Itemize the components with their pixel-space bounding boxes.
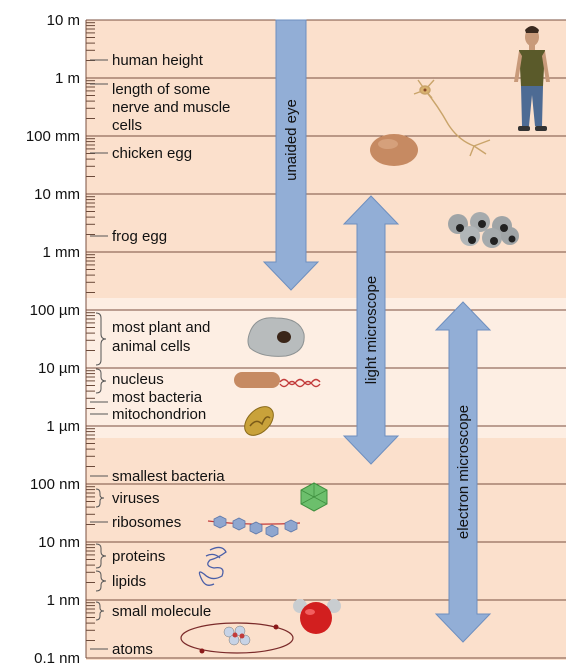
scale-label-100um: 100 µm — [30, 302, 80, 319]
label-nerve-muscle-line3: cells — [112, 117, 142, 134]
label-ribosomes: ribosomes — [112, 514, 181, 531]
label-plant-animal-line2: animal cells — [112, 338, 190, 355]
scale-label-1mm: 1 mm — [43, 244, 81, 261]
label-nerve-muscle-line2: nerve and muscle — [112, 99, 230, 116]
label-proteins: proteins — [112, 548, 165, 565]
scale-label-100nm: 100 nm — [30, 476, 80, 493]
scale-label-1nm: 1 nm — [47, 592, 80, 609]
animal-cell-icon — [248, 318, 304, 357]
light-microscope-label: light microscope — [363, 276, 380, 384]
scale-label-1um: 1 µm — [46, 418, 80, 435]
label-mitochondrion: mitochondrion — [112, 406, 206, 423]
label-lipids: lipids — [112, 573, 146, 590]
scale-label-10mm: 10 mm — [34, 186, 80, 203]
label-nerve-muscle-line1: length of some — [112, 81, 210, 98]
scale-label-10um: 10 µm — [38, 360, 80, 377]
label-viruses: viruses — [112, 490, 160, 507]
scale-label-10m: 10 m — [47, 12, 80, 29]
label-frog-egg: frog egg — [112, 228, 167, 245]
scale-labels: 10 m 1 m 100 mm 10 mm 1 mm 100 µm 10 µm … — [26, 12, 80, 664]
label-nucleus: nucleus — [112, 371, 164, 388]
label-chicken-egg: chicken egg — [112, 145, 192, 162]
label-human-height: human height — [112, 52, 204, 69]
electron-microscope-label: electron microscope — [455, 405, 472, 539]
label-small-molecule: small molecule — [112, 603, 211, 620]
label-plant-animal-line1: most plant and — [112, 319, 210, 336]
scale-label-100mm: 100 mm — [26, 128, 80, 145]
label-atoms: atoms — [112, 641, 153, 658]
scale-label-0-1nm: 0.1 nm — [34, 650, 80, 664]
unaided-eye-label: unaided eye — [283, 99, 300, 181]
scale-label-1m: 1 m — [55, 70, 80, 87]
chicken-egg-icon — [370, 134, 418, 166]
label-smallest-bacteria: smallest bacteria — [112, 468, 225, 485]
scale-label-10nm: 10 nm — [38, 534, 80, 551]
label-most-bacteria: most bacteria — [112, 389, 203, 406]
